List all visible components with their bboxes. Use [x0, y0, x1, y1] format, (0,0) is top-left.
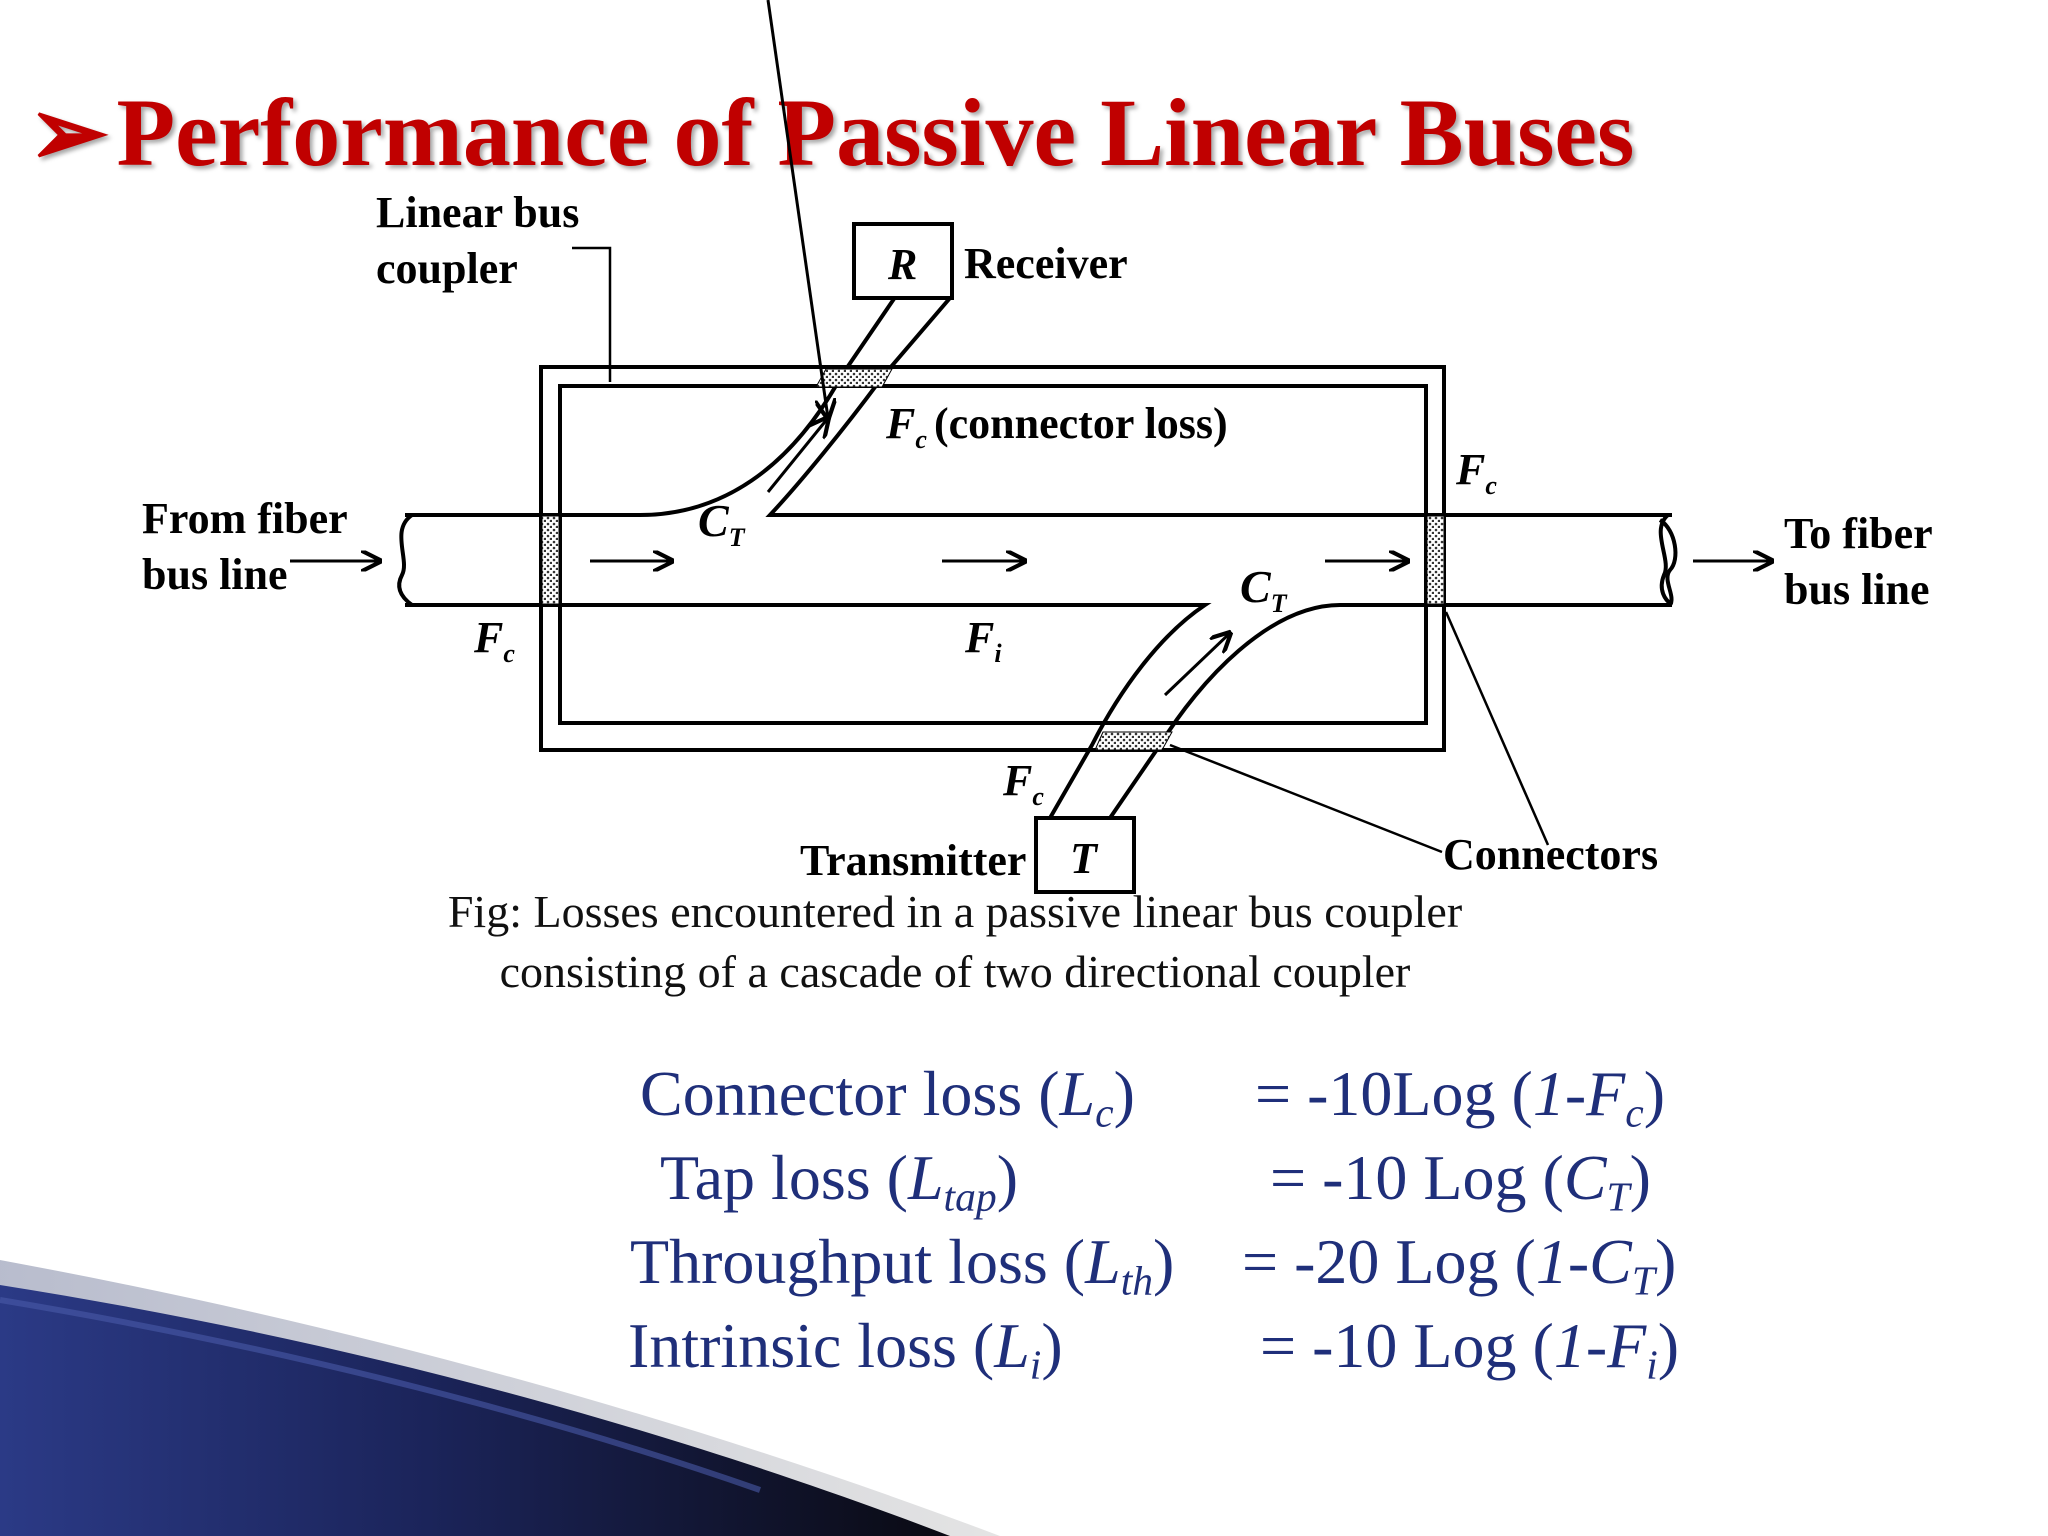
formula-intrinsic-loss: Intrinsic loss (Li) = -10 Log (1-Fi)	[628, 1310, 1680, 1388]
connectors-label: Connectors	[1443, 830, 1658, 879]
transmitter-label: Transmitter	[800, 836, 1026, 885]
linear-bus-coupler-line1: Linear bus	[376, 188, 579, 237]
ct-tap-symbol: CT	[698, 495, 746, 552]
slide-title: ➢Performance of Passive Linear Buses	[28, 78, 1634, 188]
main-fiber-bottom-left	[405, 603, 1212, 819]
connectors-leader-1	[1169, 743, 1443, 854]
transmitter-fiber-right	[1108, 603, 1672, 820]
linear-bus-coupler-line2: coupler	[376, 244, 518, 293]
formula-tap-loss: Tap loss (Ltap) = -10 Log (CT)	[660, 1142, 1651, 1220]
to-fiber-line2: bus line	[1784, 565, 1930, 614]
arrow-bullet-icon: ➢	[28, 79, 109, 186]
caption-line-1: Fig: Losses encountered in a passive lin…	[447, 886, 1463, 937]
slide-title-text: Performance of Passive Linear Buses	[116, 79, 1635, 186]
transmitter-box	[1034, 816, 1136, 894]
formula-throughput-loss: Throughput loss (Lth) = -20 Log (1-CT)	[630, 1226, 1677, 1304]
connector-transmitter	[1094, 731, 1173, 751]
coupler-box-inner	[558, 384, 1428, 725]
fc-bottom-symbol: Fc	[1002, 756, 1044, 811]
fc-right-symbol: Fc	[1455, 445, 1497, 500]
tap-arrow-up	[766, 0, 828, 418]
loss-formulas: Connector loss (Lc) = -10Log (1-Fc) Tap …	[610, 1052, 1750, 1388]
figure-caption: Fig: Losses encountered in a passive lin…	[340, 882, 1570, 1002]
fi-symbol: Fi	[964, 613, 1002, 668]
connector-left	[541, 515, 560, 605]
connector-loss-label: (connector loss)	[934, 399, 1228, 448]
to-fiber-line1: To fiber	[1784, 509, 1933, 558]
receiver-label: Receiver	[964, 239, 1128, 288]
insert-arrow-up	[1163, 633, 1230, 697]
transmitter-box-label: T	[1070, 834, 1099, 883]
receiver-box-label: R	[887, 240, 917, 289]
connector-right	[1426, 515, 1445, 605]
from-fiber-line1: From fiber	[142, 494, 348, 543]
from-fiber-line2: bus line	[142, 550, 288, 599]
fc-top-symbol: Fc	[885, 399, 927, 454]
coupler-leader	[572, 246, 612, 382]
receiver-box	[852, 222, 954, 300]
caption-line-2: consisting of a cascade of two direction…	[499, 946, 1411, 997]
connector-receiver	[815, 368, 893, 388]
formula-connector-loss: Connector loss (Lc) = -10Log (1-Fc)	[640, 1058, 1665, 1136]
connectors-leader-2	[1444, 611, 1550, 846]
ct-insert-symbol: CT	[1240, 561, 1288, 618]
fc-left-symbol: Fc	[473, 613, 515, 668]
